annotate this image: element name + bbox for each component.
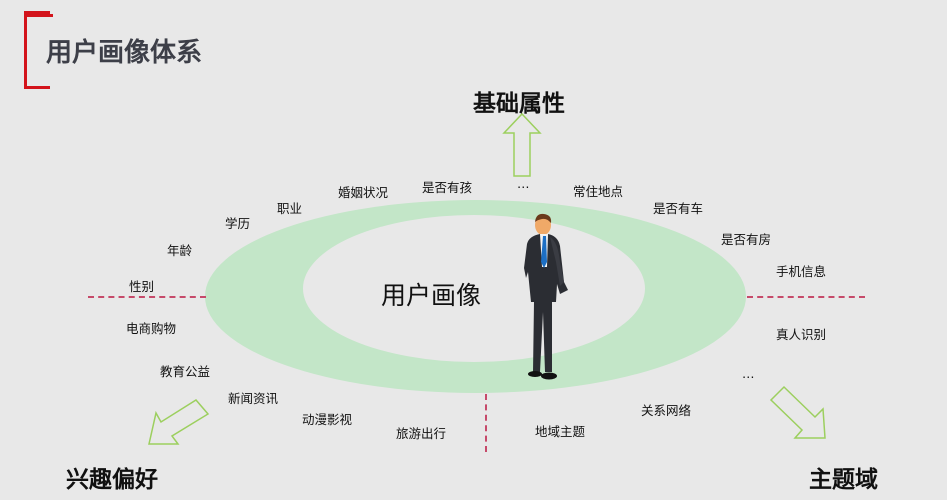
tag-phone-info: 手机信息 (776, 264, 827, 279)
tag-news: 新闻资讯 (228, 391, 279, 406)
center-label: 用户画像 (381, 281, 482, 310)
profile-ring-inner (303, 215, 645, 362)
arrow-up-icon (502, 112, 542, 177)
tag-education: 学历 (225, 216, 251, 231)
divider-left (88, 296, 206, 298)
tag-travel: 旅游出行 (396, 426, 447, 441)
tag-age: 年龄 (167, 243, 193, 258)
tag-relationship-network: 关系网络 (641, 403, 692, 418)
category-basic-attributes: 基础属性 (473, 91, 565, 117)
category-subject-domains: 主题域 (809, 467, 878, 493)
title-bracket-decoration (24, 11, 53, 89)
arrow-down-left-icon (148, 399, 210, 445)
page-title: 用户画像体系 (46, 38, 203, 68)
divider-right (747, 296, 865, 298)
tag-region: 地域主题 (535, 424, 586, 439)
tag-more-domain: … (742, 366, 755, 381)
tag-marital-status: 婚姻状况 (338, 185, 389, 200)
tag-residence: 常住地点 (573, 184, 624, 199)
tag-occupation: 职业 (277, 201, 303, 216)
tag-ecommerce: 电商购物 (126, 321, 177, 336)
arrow-down-right-icon (769, 385, 826, 439)
tag-more-basic: … (517, 176, 530, 191)
tag-identity-verification: 真人识别 (776, 327, 827, 342)
divider-bottom (485, 394, 487, 452)
tag-has-car: 是否有车 (653, 201, 704, 216)
category-interest-preferences: 兴趣偏好 (66, 467, 158, 493)
businessman-icon (524, 213, 568, 380)
tag-has-children: 是否有孩 (422, 180, 473, 195)
tag-gender: 性别 (129, 279, 155, 294)
tag-has-house: 是否有房 (721, 232, 772, 247)
tag-education-charity: 教育公益 (160, 364, 211, 379)
tag-anime-film: 动漫影视 (302, 412, 353, 427)
